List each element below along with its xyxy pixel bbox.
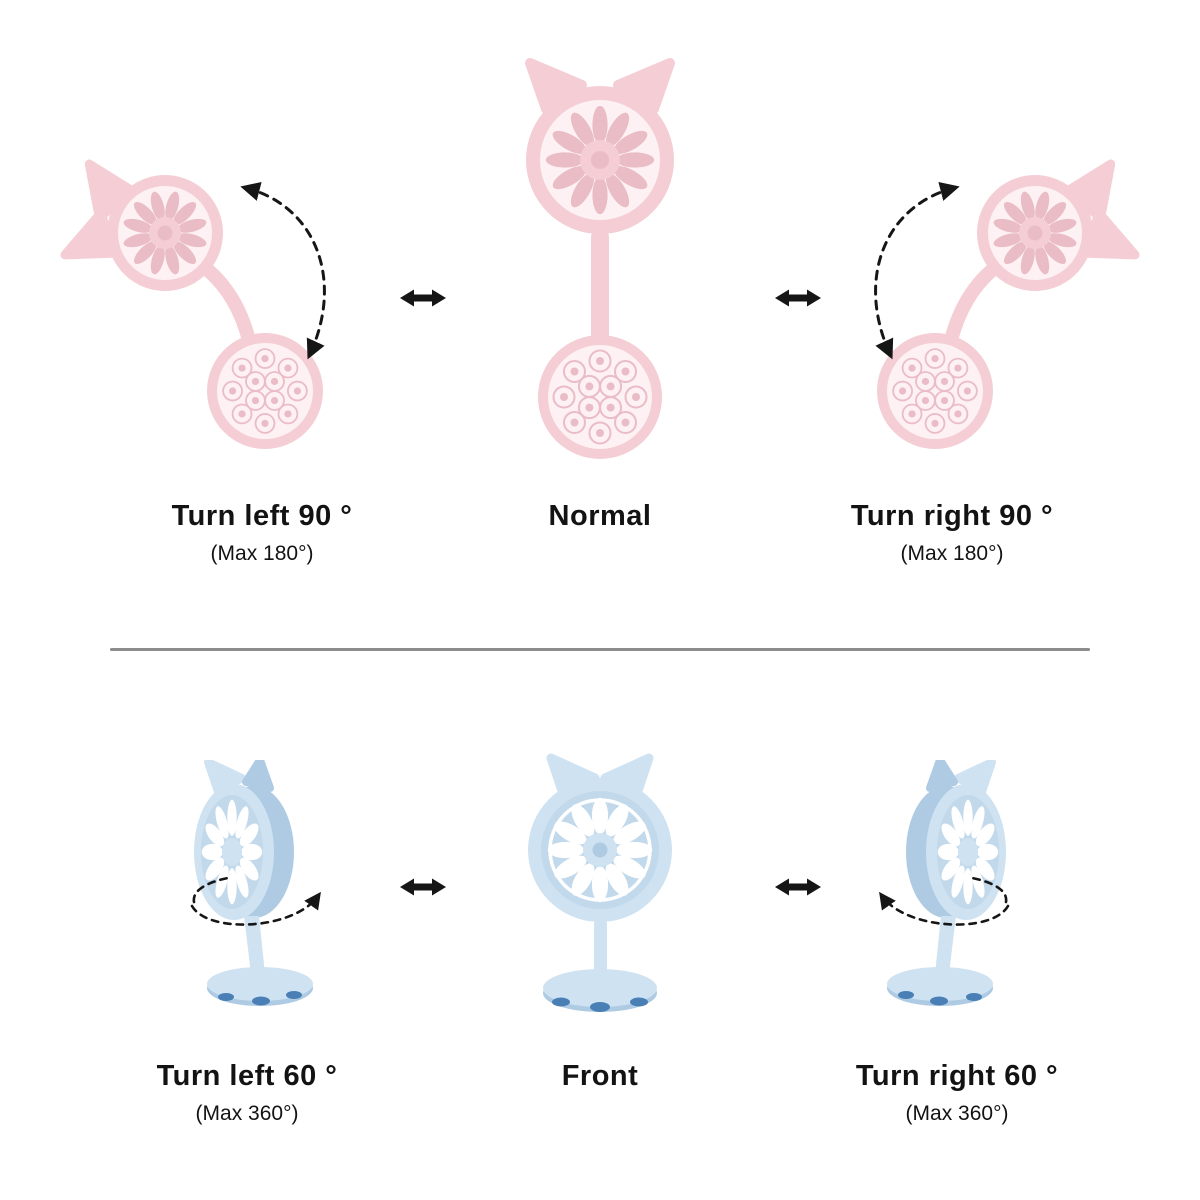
swap-arrow-icon	[400, 878, 446, 896]
fan-front-image	[528, 753, 672, 1012]
rotation-arrow-icon	[192, 760, 318, 1006]
swap-arrow-icon	[775, 289, 821, 307]
fan-cage-ring	[548, 798, 652, 902]
caption-turn-right-60: Turn right 60 ° (Max 360°)	[797, 1060, 1117, 1126]
fan-turn-right-60-image	[832, 760, 1052, 1020]
swap-arrow-icon	[400, 289, 446, 307]
section-divider	[110, 648, 1090, 651]
caption-turn-left-90: Turn left 90 ° (Max 180°)	[102, 500, 422, 566]
caption-subtitle: (Max 360°)	[905, 1102, 1009, 1126]
caption-turn-left-60: Turn left 60 ° (Max 360°)	[87, 1060, 407, 1126]
rotation-arrow-icon	[876, 153, 1138, 449]
caption-front: Front	[440, 1060, 760, 1102]
fan-turn-left-90-image	[60, 148, 360, 463]
caption-subtitle: (Max 180°)	[210, 542, 314, 566]
rotation-arrow-icon	[62, 153, 324, 449]
fan-turn-right-90-image	[840, 148, 1140, 463]
caption-title: Turn right 90 °	[850, 500, 1054, 532]
swap-arrow-icon	[775, 878, 821, 896]
fan-normal-image	[525, 58, 675, 459]
fan-neck	[591, 228, 609, 356]
caption-title: Front	[561, 1060, 639, 1092]
caption-normal: Normal	[440, 500, 760, 542]
caption-turn-right-90: Turn right 90 ° (Max 180°)	[792, 500, 1112, 566]
caption-title: Turn right 60 °	[855, 1060, 1059, 1092]
rotation-arrow-icon	[882, 760, 1008, 1006]
caption-subtitle: (Max 360°)	[195, 1102, 299, 1126]
caption-title: Normal	[548, 500, 652, 532]
fan-turn-left-60-image	[148, 760, 368, 1020]
caption-title: Turn left 90 °	[171, 500, 353, 532]
caption-subtitle: (Max 180°)	[900, 542, 1004, 566]
fan-stand-pole	[594, 920, 607, 978]
caption-title: Turn left 60 °	[156, 1060, 338, 1092]
